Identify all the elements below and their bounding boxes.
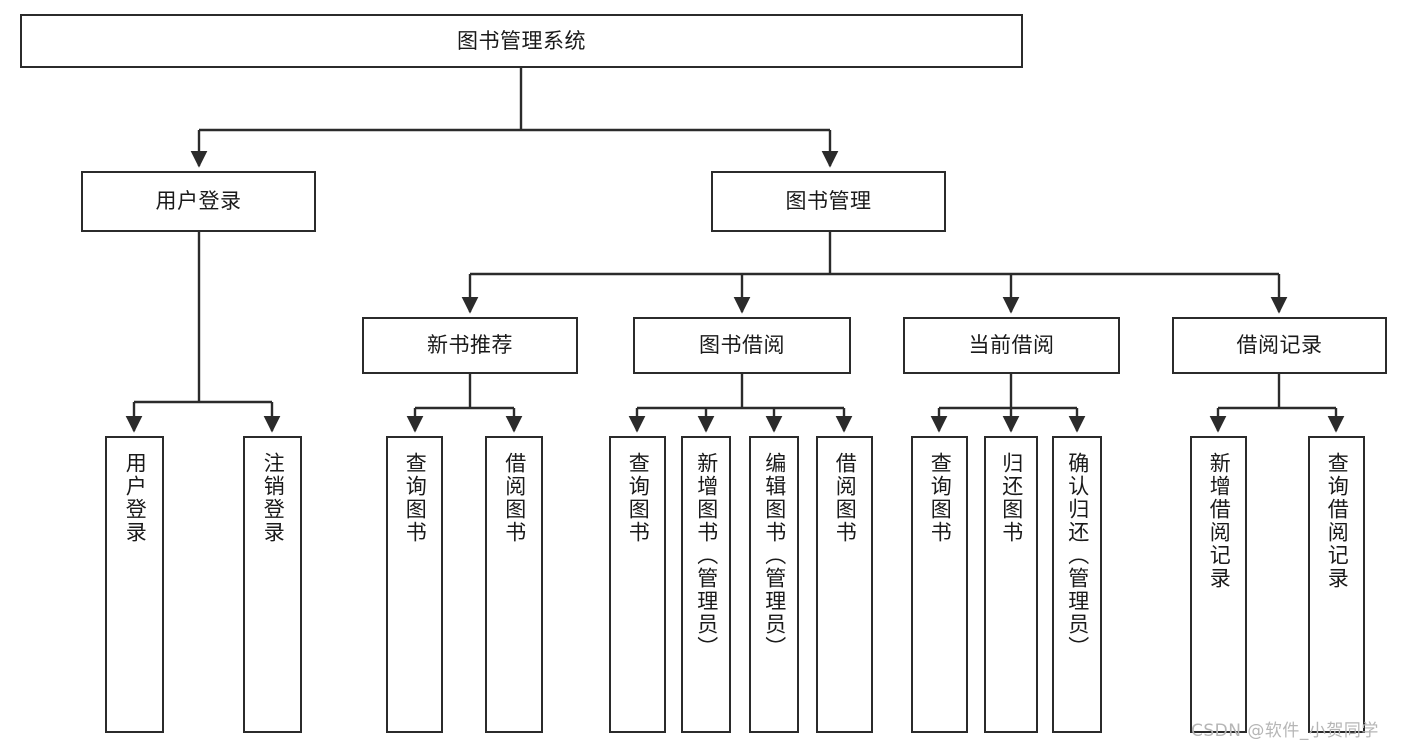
leaf-query-book-current[interactable]: 查询图书	[911, 436, 968, 733]
node-root[interactable]: 图书管理系统	[20, 14, 1023, 68]
node-root-label: 图书管理系统	[457, 28, 586, 53]
node-current-borrow-label: 当前借阅	[968, 333, 1055, 358]
leaf-add-borrow-record-label: 新增借阅记录	[1207, 452, 1232, 590]
node-borrow-records-label: 借阅记录	[1236, 333, 1323, 358]
node-book-borrow-label: 图书借阅	[699, 333, 785, 358]
leaf-return-book-label: 归还图书	[999, 452, 1024, 544]
node-book-management[interactable]: 图书管理	[711, 171, 946, 232]
leaf-return-book[interactable]: 归还图书	[984, 436, 1038, 733]
leaf-confirm-return-admin-label: 确认归还（管理员）	[1065, 452, 1090, 659]
node-borrow-records[interactable]: 借阅记录	[1172, 317, 1387, 374]
leaf-add-book-admin-label: 新增图书（管理员）	[694, 452, 719, 659]
leaf-borrow-book[interactable]: 借阅图书	[816, 436, 873, 733]
leaf-query-borrow-record-label: 查询借阅记录	[1325, 452, 1350, 590]
leaf-edit-book-admin[interactable]: 编辑图书（管理员）	[749, 436, 799, 733]
leaf-query-book-recommend-label: 查询图书	[403, 452, 428, 544]
leaf-borrow-book-label: 借阅图书	[833, 452, 858, 544]
leaf-add-book-admin[interactable]: 新增图书（管理员）	[681, 436, 731, 733]
leaf-borrow-book-recommend-label: 借阅图书	[502, 452, 527, 544]
leaf-query-book-borrow[interactable]: 查询图书	[609, 436, 666, 733]
leaf-user-login[interactable]: 用户登录	[105, 436, 164, 733]
leaf-query-book-current-label: 查询图书	[928, 452, 953, 544]
leaf-add-borrow-record[interactable]: 新增借阅记录	[1190, 436, 1247, 733]
node-user-login[interactable]: 用户登录	[81, 171, 316, 232]
leaf-query-book-recommend[interactable]: 查询图书	[386, 436, 443, 733]
leaf-borrow-book-recommend[interactable]: 借阅图书	[485, 436, 543, 733]
node-new-book-recommend[interactable]: 新书推荐	[362, 317, 578, 374]
leaf-logout[interactable]: 注销登录	[243, 436, 302, 733]
node-new-book-recommend-label: 新书推荐	[427, 333, 513, 358]
csdn-watermark: CSDN @软件_小贺同学	[1191, 721, 1379, 741]
leaf-edit-book-admin-label: 编辑图书（管理员）	[762, 452, 787, 659]
node-book-management-label: 图书管理	[785, 189, 872, 214]
leaf-query-borrow-record[interactable]: 查询借阅记录	[1308, 436, 1365, 733]
leaf-confirm-return-admin[interactable]: 确认归还（管理员）	[1052, 436, 1102, 733]
node-user-login-label: 用户登录	[155, 189, 242, 214]
leaf-query-book-borrow-label: 查询图书	[626, 452, 651, 544]
leaf-logout-label: 注销登录	[261, 452, 286, 544]
node-current-borrow[interactable]: 当前借阅	[903, 317, 1120, 374]
node-book-borrow[interactable]: 图书借阅	[633, 317, 851, 374]
leaf-user-login-label: 用户登录	[123, 452, 148, 544]
